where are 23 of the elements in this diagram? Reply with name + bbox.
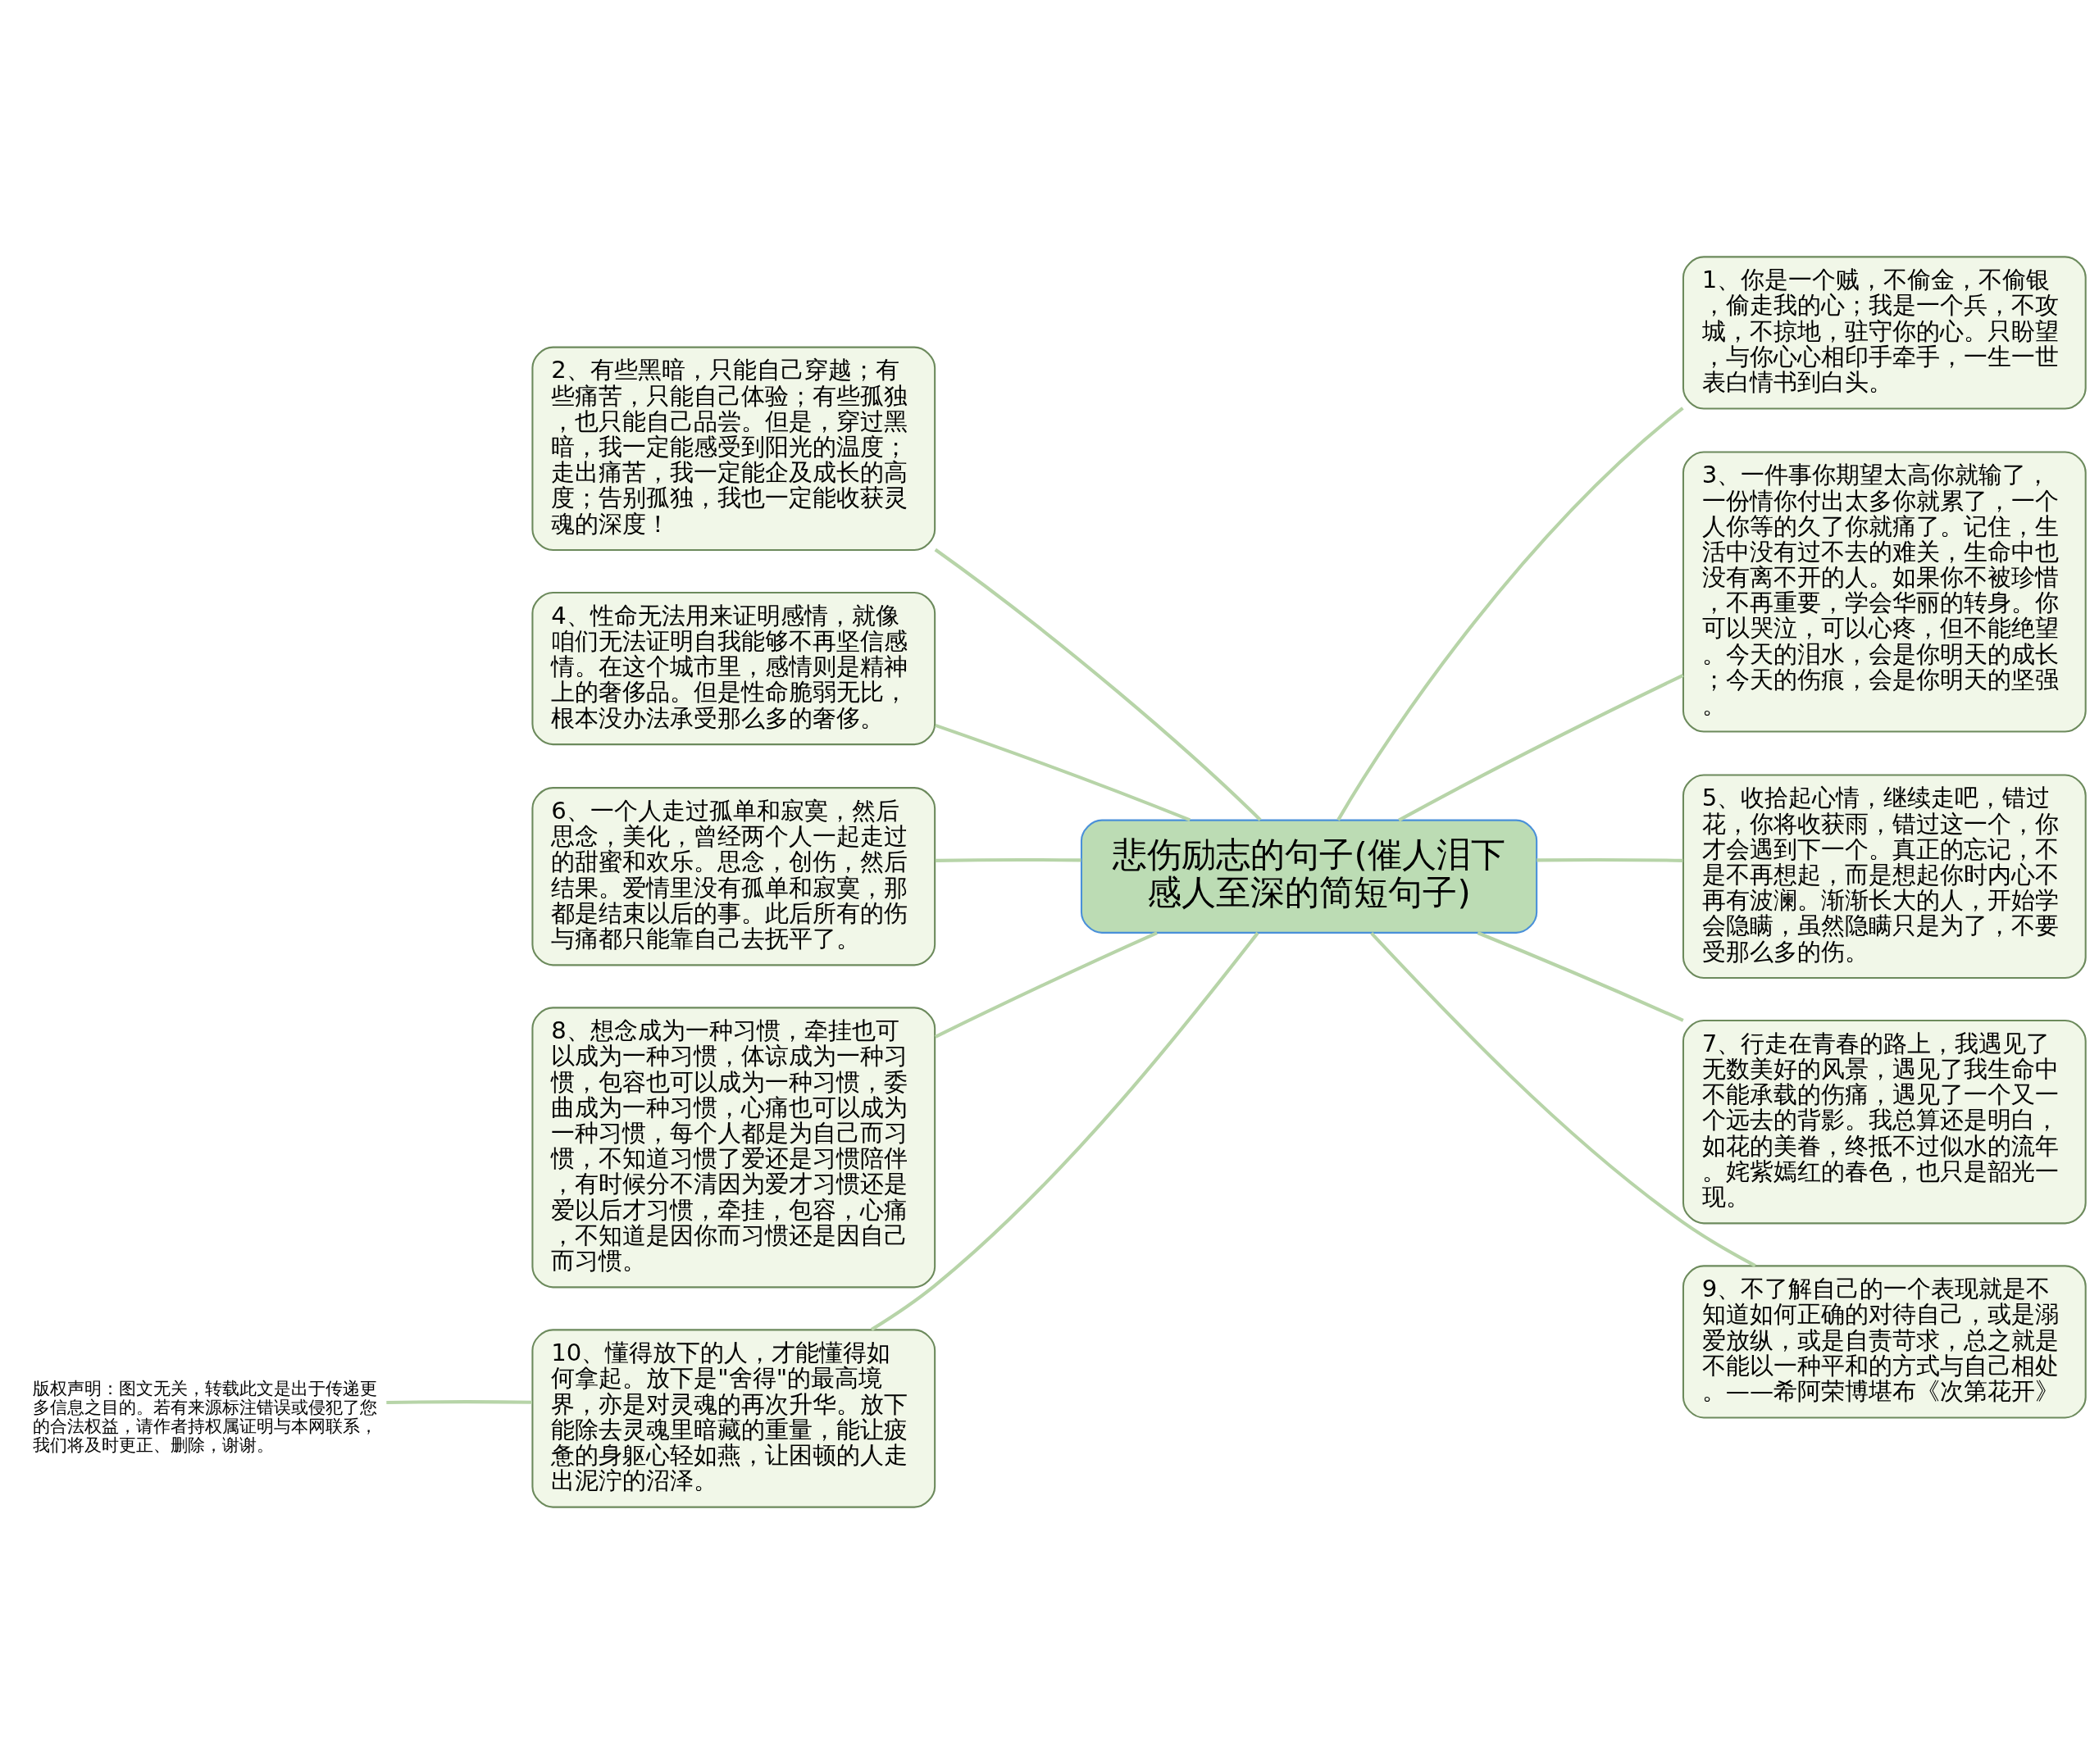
node-box: 9、不了解自己的一个表现就是不知道如何正确的对待自己，或是溺爱放纵，或是自责苛求，总之就是不能以一种平和的方式与自己相处。——希阿荣博堪布《次第花开》 [1682,1265,2087,1419]
node-box: 7、行走在青春的路上，我遇见了无数美好的风景，遇见了我生命中不能承载的伤痛，遇见了一个又一个远去的背影。我总算还是明白，如花的美眷，终抵不过似水的流年。姹紫嫣红的春色，也只是韶光一现。 [1682,1019,2087,1225]
connector [870,931,1259,1331]
connector [934,931,1158,1039]
connector [1369,932,1756,1267]
node-box: 2、有些黑暗，只能自己穿越；有些痛苦，只能自己体验；有些孤独，也只能自己品尝。但是，穿过黑暗，我一定能感受到阳光的温度；走出痛苦，我一定能企及成长的高度；告别孤独，我也一定能收获灵魂的深度！ [530,346,936,552]
connector [1336,407,1684,821]
node-box: 6、一个人走过孤单和寂寞，然后思念，美化，曾经两个人一起走过的甜蜜和欢乐。思念，创伤，然后结果。爱情里没有孤单和寂寞，那都是结束以后的事。此后所有的伤与痛都只能靠自己去抚平了。 [530,787,936,966]
connector [1536,857,1682,862]
node-text: 版权声明：图文无关，转载此文是出于传递更多信息之目的。若有来源标注错误或侵犯了您的合法权益，请作者持权属证明与本网联系，我们将及时更正、删除，谢谢。 [32,1379,377,1455]
node-box: 5、收拾起心情，继续走吧，错过花，你将收获雨，错过这一个，你才会遇到下一个。真正的忘记，不是不再想起，而是想起你时内心不再有波澜。渐渐长大的人，开始学会隐瞒，虽然隐瞒只是为了，不要受那么多的伤。 [1682,774,2087,979]
connector [934,548,1261,821]
node-box: 3、一件事你期望太高你就输了，一份情你付出太多你就累了，一个人你等的久了你就痛了。记住，生活中没有过不去的难关，生命中也没有离不开的人。如果你不被珍惜，不再重要，学会华丽的转身。你可以哭泣，可以心疼，但不能绝望。今天的泪水，会是你明天的成长；今天的伤痕，会是你明天的坚强。 [1682,451,2087,733]
connector [935,857,1081,862]
connector [385,1400,532,1405]
node-box: 悲伤励志的句子(催人泪下感人至深的简短句子) [1080,819,1537,934]
node-box: 8、想念成为一种习惯，牵挂也可以成为一种习惯，体谅成为一种习惯，包容也可以成为一种习惯，委曲成为一种习惯，心痛也可以成为一种习惯，每个人都是为自己而习惯，不知道习惯了爱还是习惯陪伴，有时候分不清因为爱才习惯还是爱以后才习惯，牵挂，包容，心痛，不知道是因你而习惯还是因自己而习惯。 [530,1007,936,1289]
node-box: 10、懂得放下的人，才能懂得如何拿起。放下是"舍得"的最高境界，亦是对灵魂的再次升华。放下能除去灵魂里暗藏的重量，能让疲惫的身躯心轻如燕，让困顿的人走出泥泞的沼泽。 [530,1329,936,1508]
connector [934,723,1191,822]
node-box: 4、性命无法用来证明感情，就像咱们无法证明自我能够不再坚信感情。在这个城市里，感情则是精神上的奢侈品。但是性命脆弱无比，根本没办法承受那么多的奢侈。 [530,592,936,746]
node-box: 1、你是一个贼，不偷金，不偷银，偷走我的心；我是一个兵，不攻城，不掠地，驻守你的心。只盼望，与你心心相印手牵手，一生一世表白情书到白头。 [1682,256,2087,410]
connector [1397,673,1684,822]
connector [1477,931,1684,1022]
